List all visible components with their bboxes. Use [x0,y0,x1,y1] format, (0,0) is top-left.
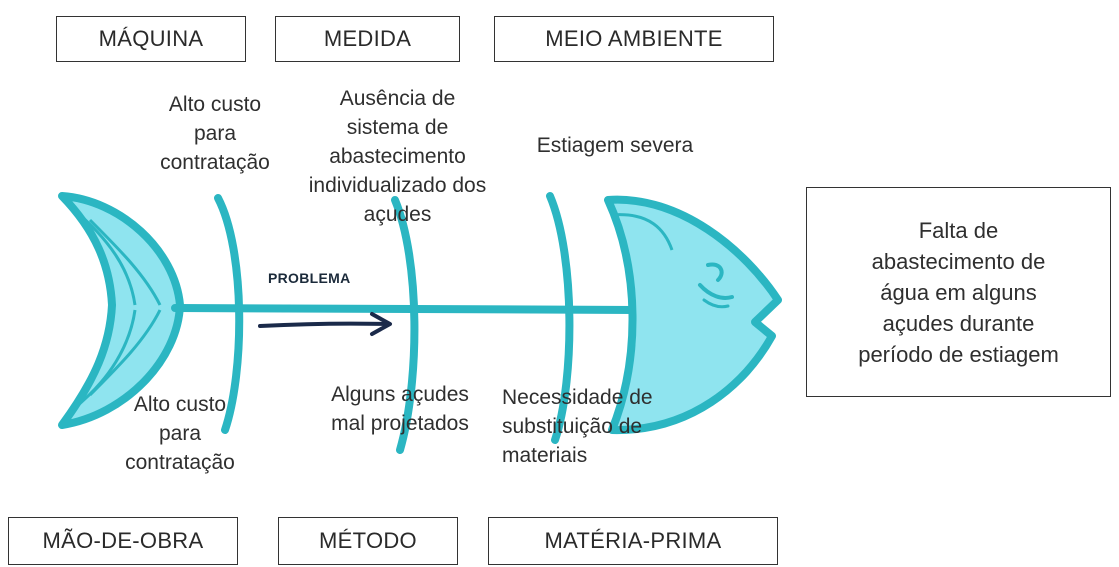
cause-metodo: Alguns açudes mal projetados [331,383,469,435]
problem-arrow [258,312,392,336]
category-mao-de-obra: MÃO-DE-OBRA [8,517,238,565]
category-meio-ambiente: MEIO AMBIENTE [494,16,774,62]
cause-medida: Ausência de sistema de abastecimento ind… [308,87,487,226]
fish-tail [58,192,184,429]
fish-head [604,195,782,435]
category-materia-prima: MATÉRIA-PRIMA [488,517,778,565]
rib-2 [391,196,419,454]
cause-meio-ambiente: Estiagem severa [536,134,694,157]
rib-1 [214,194,244,434]
effect-box: Falta de abastecimento de água em alguns… [806,187,1111,397]
fish-spine [171,304,644,314]
cause-mao-de-obra: Alto custo para contratação [125,393,235,474]
category-maquina: MÁQUINA [56,16,246,62]
cause-maquina: Alto custo para contratação [160,93,270,174]
rib-3 [546,192,574,444]
cause-materia-prima: Necessidade de substituição de materiais [502,386,653,467]
category-metodo: MÉTODO [278,517,458,565]
category-medida: MEDIDA [275,16,460,62]
spine-label: PROBLEMA [268,270,351,286]
